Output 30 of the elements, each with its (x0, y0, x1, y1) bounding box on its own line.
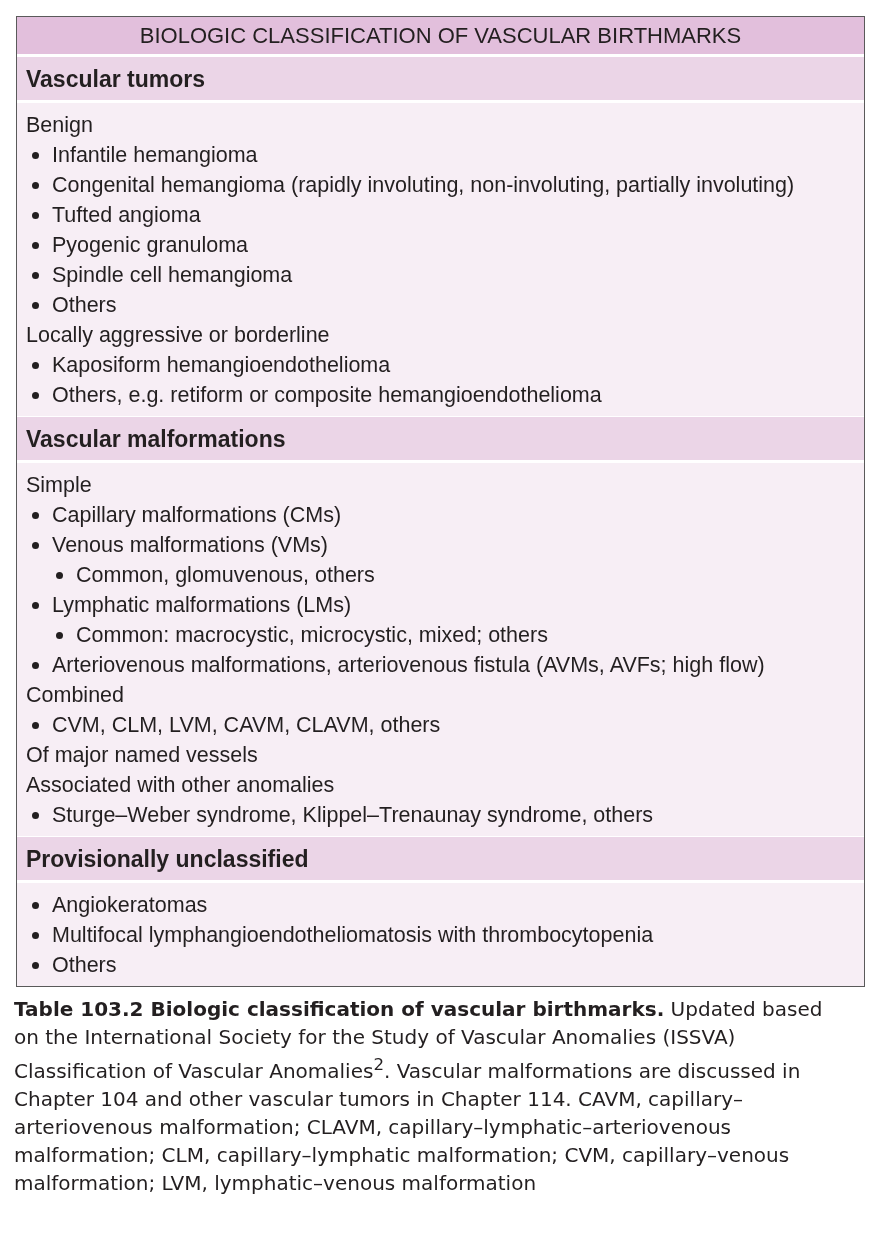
list-item-text: Common, glomuvenous, others (76, 562, 375, 589)
list-item-text: Common: macrocystic, microcystic, mixed; others (76, 622, 548, 649)
list-item-text: Lymphatic malformations (LMs) (52, 592, 352, 619)
list-item-text: CVM, CLM, LVM, CAVM, CLAVM, others (52, 712, 441, 739)
subheading: Combined (26, 682, 125, 709)
list-item-text: Others (52, 292, 117, 319)
section-heading: Vascular malformations (17, 417, 864, 463)
list-item-text: Infantile hemangioma (52, 142, 258, 169)
list-item-text: Venous malformations (VMs) (52, 532, 328, 559)
list-item-text: Others (52, 952, 117, 979)
list-item-text: Others, e.g. retiform or composite hemangioendothelioma (52, 382, 602, 409)
list-item-text: Kaposiform hemangioendothelioma (52, 352, 391, 379)
subheading: Benign (26, 112, 94, 139)
table-caption: Table 103.2 Biologic classification of vascular birthmarks. Updated based on the International Society for the Study of Vascular Anomalies (ISSVA) Classification of Vascular Anomalies$^{2}$. Vascular malformations are discussed in Chapter 104 and other vascular tumors in Chapter 114. CAVM, capillary–arteriovenous malformation; CLAVM, capillary–lymphatic–arteriovenous malformation; CLM, capillary–lymphatic malformation; CVM, capillary–venous malformation; LVM, lymphatic–venous malformation (14, 996, 824, 1197)
list-item-text: Sturge–Weber syndrome, Klippel–Trenaunay syndrome, others (52, 802, 654, 829)
list-item-text: Pyogenic granuloma (52, 232, 248, 259)
subheading: Simple (26, 472, 93, 499)
list-item-text: Spindle cell hemangioma (52, 262, 293, 289)
list-item-text: Capillary malformations (CMs) (52, 502, 342, 529)
subheading: Of major named vessels (26, 742, 259, 769)
subheading: Locally aggressive or borderline (26, 322, 331, 349)
list-item-text: Tufted angioma (52, 202, 201, 229)
section-heading: Provisionally unclassified (17, 837, 864, 883)
table-title: BIOLOGIC CLASSIFICATION OF VASCULAR BIRTHMARKS (17, 17, 864, 57)
list-item-text: Multifocal lymphangioendotheliomatosis with thrombocytopenia (52, 922, 654, 949)
list-item-text: Arteriovenous malformations, arteriovenous fistula (AVMs, AVFs; high flow) (52, 652, 765, 679)
list-item-text: Congenital hemangioma (rapidly involuting, non-involuting, partially involuting) (52, 172, 795, 199)
list-item-text: Angiokeratomas (52, 892, 208, 919)
subheading: Associated with other anomalies (26, 772, 336, 799)
section-heading: Vascular tumors (17, 57, 864, 103)
